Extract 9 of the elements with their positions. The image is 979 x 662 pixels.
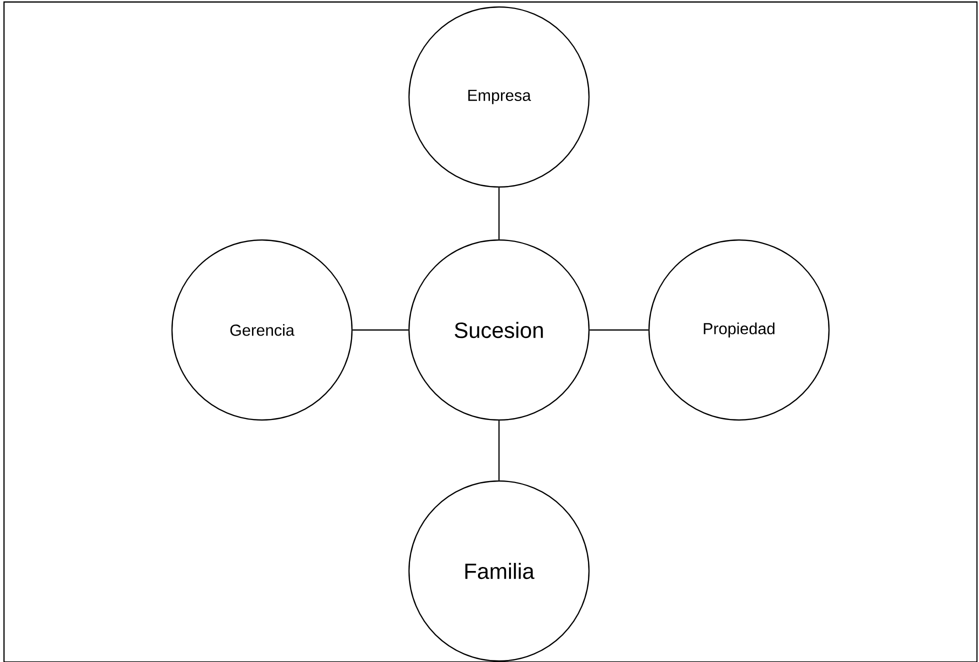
circle-node: Propiedad [648,239,830,421]
connector-line [590,329,648,331]
circle-node: Familia [408,480,590,662]
circle-node: Empresa [408,6,590,188]
connector-line [498,420,500,480]
circle-node: Gerencia [171,239,353,421]
connector-line [352,329,408,331]
circle-node: Sucesion [408,239,590,421]
connector-line [498,188,500,240]
